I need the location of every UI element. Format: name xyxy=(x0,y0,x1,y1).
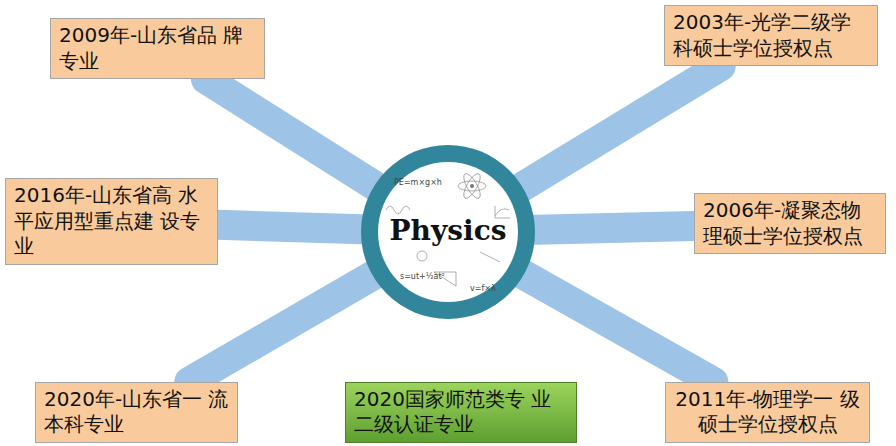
milestone-text: 2006年-凝聚态物 理硕士学位授权点 xyxy=(703,198,877,249)
spoke-bar xyxy=(516,270,713,381)
milestone-box: 2011年-物理学一 级硕士学位授权点 xyxy=(665,382,870,443)
milestone-box: 2009年-山东省品 牌专业 xyxy=(50,18,265,79)
milestone-box: 2006年-凝聚态物 理硕士学位授权点 xyxy=(694,193,886,254)
formula-label: PE=m×g×h xyxy=(394,178,442,187)
milestone-box: 2003年-光学二级学 科硕士学位授权点 xyxy=(664,5,878,66)
formula-label: s=ut+½at² xyxy=(400,272,445,281)
milestone-box: 2020国家师范类专 业二级认证专业 xyxy=(345,382,577,443)
milestone-text: 2009年-山东省品 牌专业 xyxy=(59,23,256,74)
milestone-text: 2020年-山东省一 流本科专业 xyxy=(44,387,229,438)
milestone-text: 2003年-光学二级学 科硕士学位授权点 xyxy=(673,10,869,61)
spoke-bar xyxy=(218,225,370,230)
milestone-text: 2011年-物理学一 级硕士学位授权点 xyxy=(674,387,861,438)
spoke-bar xyxy=(206,79,382,190)
milestone-box: 2020年-山东省一 流本科专业 xyxy=(35,382,238,443)
hub-title: Physics xyxy=(360,214,536,247)
spoke-bar xyxy=(189,271,380,382)
milestone-text: 2016年-山东省高 水平应用型重点建 设专业 xyxy=(14,183,209,260)
milestone-box: 2016年-山东省高 水平应用型重点建 设专业 xyxy=(5,178,218,265)
formula-label: v=f×λ xyxy=(470,284,496,293)
hub-circle: Physics PE=m×g×h s=ut+½at² v=f×λ xyxy=(360,144,536,320)
milestone-text: 2020国家师范类专 业二级认证专业 xyxy=(354,387,568,438)
spoke-bar xyxy=(526,226,694,230)
spoke-bar xyxy=(515,66,721,191)
